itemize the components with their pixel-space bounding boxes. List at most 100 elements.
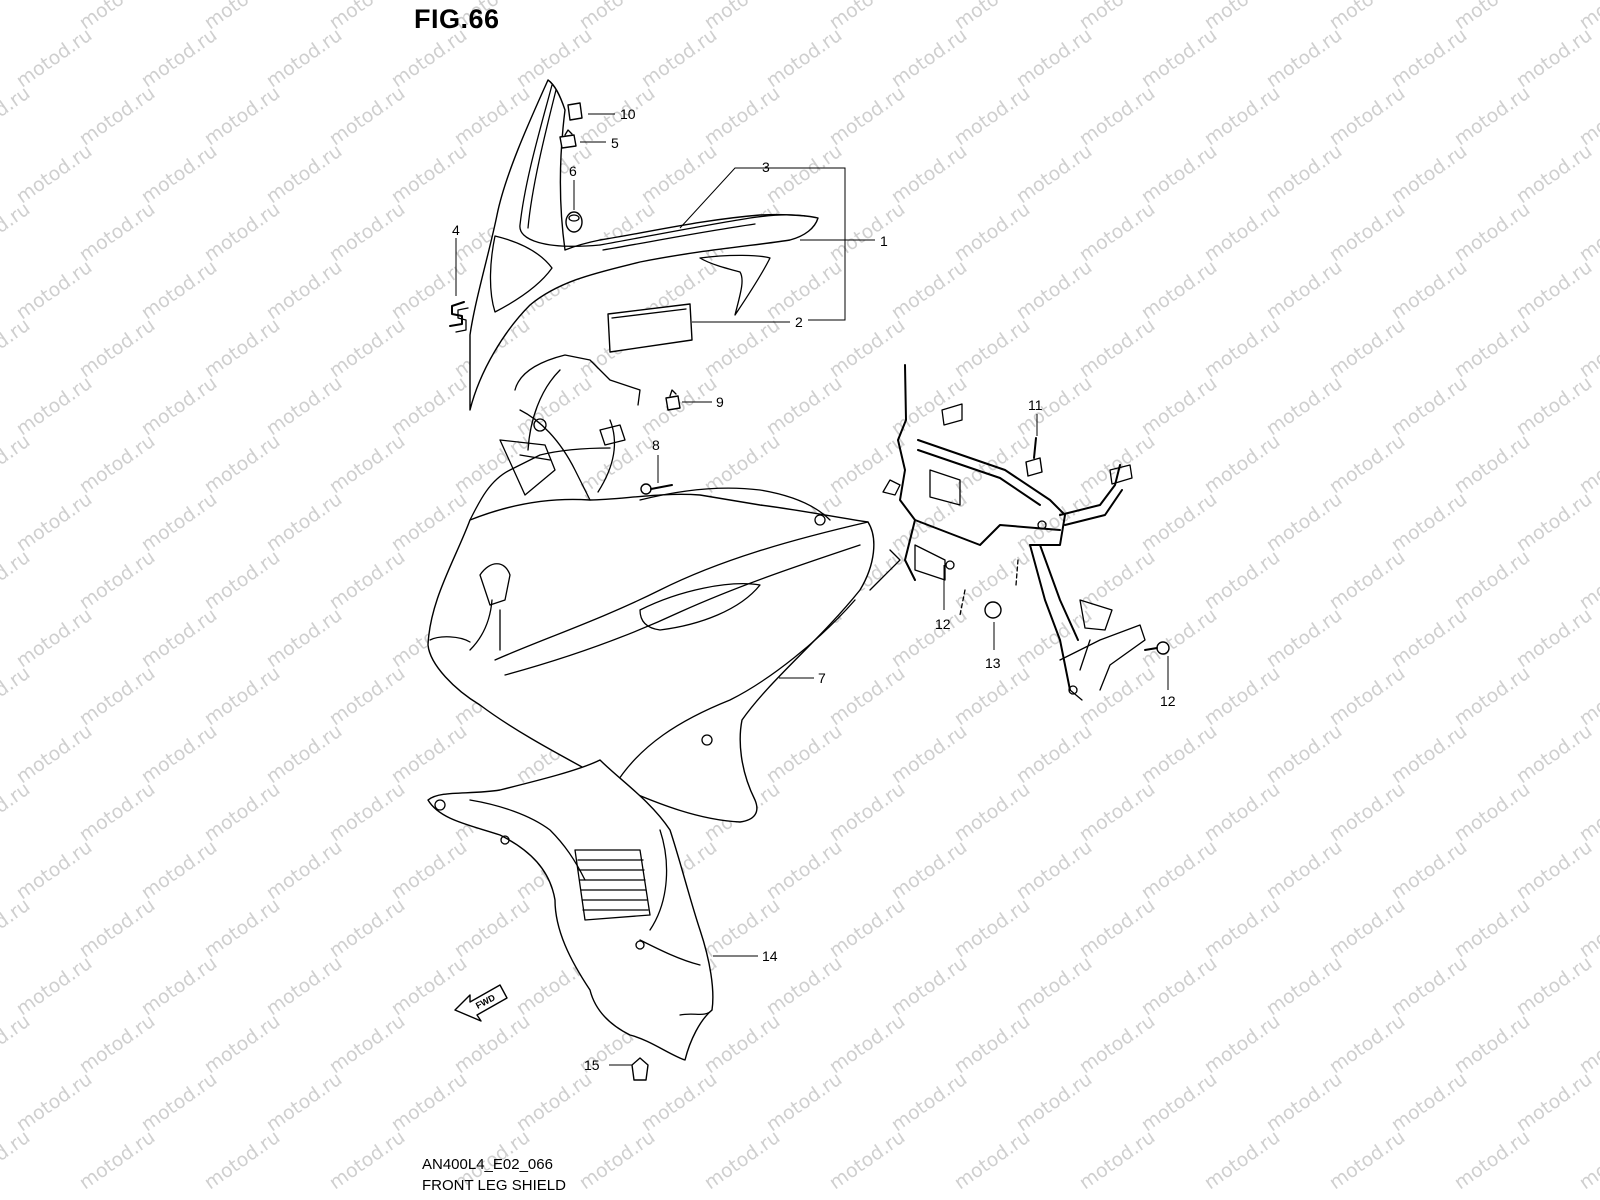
watermark-text: motod.ru — [1075, 198, 1159, 266]
watermark-text: motod.ru — [762, 372, 846, 440]
figure-title: FIG.66 — [414, 4, 500, 34]
watermark-text: motod.ru — [75, 778, 159, 846]
watermark-text: motod.ru — [200, 198, 284, 266]
watermark-text: motod.ru — [700, 314, 784, 382]
watermark-text: motod.ru — [1325, 0, 1409, 34]
watermark-text: motod.ru — [825, 1010, 909, 1078]
watermark-text: motod.ru — [887, 24, 971, 92]
watermark-text: motod.ru — [12, 372, 96, 440]
watermark-text: motod.ru — [200, 82, 284, 150]
watermark-text: motod.ru — [887, 720, 971, 788]
watermark-text: motod.ru — [1575, 546, 1600, 614]
watermark-text: motod.ru — [950, 894, 1034, 962]
watermark-text: motod.ru — [387, 140, 471, 208]
watermark-text: motod.ru — [1575, 662, 1600, 730]
watermark-text: motod.ru — [200, 1010, 284, 1078]
watermark-text: motod.ru — [262, 720, 346, 788]
watermark-text: motod.ru — [1262, 140, 1346, 208]
watermark-text: motod.ru — [1137, 952, 1221, 1020]
watermark-text: motod.ru — [1012, 720, 1096, 788]
watermark-text: motod.ru — [762, 256, 846, 324]
watermark-text: motod.ru — [1075, 82, 1159, 150]
watermark-text: motod.ru — [762, 836, 846, 904]
figure-caption: FRONT LEG SHIELD — [422, 1177, 566, 1194]
watermark-text: motod.ru — [262, 488, 346, 556]
callout-3: 3 — [762, 159, 770, 175]
watermark-text: motod.ru — [887, 1068, 971, 1136]
watermark-text: motod.ru — [1200, 430, 1284, 498]
watermark-text: motod.ru — [12, 836, 96, 904]
watermark-text: motod.ru — [0, 198, 34, 266]
watermark-text: motod.ru — [1012, 604, 1096, 672]
part-emblem-plate — [607, 303, 693, 353]
watermark-text: motod.ru — [1450, 314, 1534, 382]
watermark-text: motod.ru — [75, 430, 159, 498]
watermark-text: motod.ru — [1325, 894, 1409, 962]
watermark-text: motod.ru — [1012, 140, 1096, 208]
watermark-text: motod.ru — [1075, 314, 1159, 382]
watermark-text: motod.ru — [825, 198, 909, 266]
watermark-text: motod.ru — [1325, 198, 1409, 266]
watermark-text: motod.ru — [1325, 430, 1409, 498]
callout-15: 15 — [584, 1057, 600, 1073]
watermark-text: motod.ru — [75, 1010, 159, 1078]
watermark-text: motod.ru — [1387, 604, 1471, 672]
watermark-text: motod.ru — [325, 1010, 409, 1078]
watermark-text: motod.ru — [137, 952, 221, 1020]
callout-10: 10 — [620, 106, 636, 122]
watermark-text: motod.ru — [950, 198, 1034, 266]
watermark-text: motod.ru — [325, 82, 409, 150]
watermark-text: motod.ru — [1450, 546, 1534, 614]
watermark-text: motod.ru — [887, 952, 971, 1020]
callout-labels: 10 5 6 3 1 4 2 9 8 11 7 12 13 12 14 15 — [452, 106, 1176, 1073]
watermark-text: motod.ru — [0, 546, 34, 614]
watermark-text: motod.ru — [1200, 198, 1284, 266]
callout-9: 9 — [716, 394, 724, 410]
watermark-text: motod.ru — [1262, 952, 1346, 1020]
watermark-text: motod.ru — [1012, 1068, 1096, 1136]
part-bolt-12b — [1144, 641, 1170, 655]
watermark-text: motod.ru — [825, 1126, 909, 1194]
watermark-text: motod.ru — [1137, 604, 1221, 672]
watermark-text: motod.ru — [1137, 1068, 1221, 1136]
watermark-text: motod.ru — [950, 778, 1034, 846]
part-nut-9 — [665, 389, 681, 411]
watermark-text: motod.ru — [1512, 952, 1596, 1020]
callout-12a: 11 — [1028, 397, 1043, 413]
watermark-text: motod.ru — [762, 140, 846, 208]
watermark-text: motod.ru — [75, 82, 159, 150]
watermark-text: motod.ru — [262, 1068, 346, 1136]
watermark-text: motod.ru — [137, 1068, 221, 1136]
watermark-text: motod.ru — [762, 720, 846, 788]
watermark-text: motod.ru — [575, 0, 659, 34]
watermark-text: motod.ru — [387, 836, 471, 904]
watermark-text: motod.ru — [1262, 256, 1346, 324]
watermark-text: motod.ru — [1512, 604, 1596, 672]
watermark-text: motod.ru — [12, 140, 96, 208]
watermark-text: motod.ru — [200, 1126, 284, 1194]
watermark-text: motod.ru — [1137, 836, 1221, 904]
watermark-text: motod.ru — [1450, 0, 1534, 34]
watermark-text: motod.ru — [200, 0, 284, 34]
watermark-text: motod.ru — [1137, 488, 1221, 556]
watermark-text: motod.ru — [575, 1126, 659, 1194]
watermark-text: motod.ru — [450, 894, 534, 962]
watermark-text: motod.ru — [200, 778, 284, 846]
watermark-text: motod.ru — [700, 82, 784, 150]
watermark-text: motod.ru — [637, 140, 721, 208]
watermark-text: motod.ru — [75, 894, 159, 962]
watermark-text: motod.ru — [137, 604, 221, 672]
watermark-text: motod.ru — [1012, 372, 1096, 440]
watermark-text: motod.ru — [1575, 1126, 1600, 1194]
watermark-text: motod.ru — [1450, 1126, 1534, 1194]
part-emblem-4 — [449, 301, 469, 333]
callout-8: 8 — [652, 437, 660, 453]
watermark-text: motod.ru — [1262, 836, 1346, 904]
watermark-text: motod.ru — [325, 430, 409, 498]
watermark-text: motod.ru — [887, 140, 971, 208]
watermark-text: motod.ru — [1450, 430, 1534, 498]
watermark-text: motod.ru — [1512, 24, 1596, 92]
watermark-text: motod.ru — [1075, 0, 1159, 34]
watermark-text: motod.ru — [1512, 256, 1596, 324]
watermark-text: motod.ru — [325, 198, 409, 266]
